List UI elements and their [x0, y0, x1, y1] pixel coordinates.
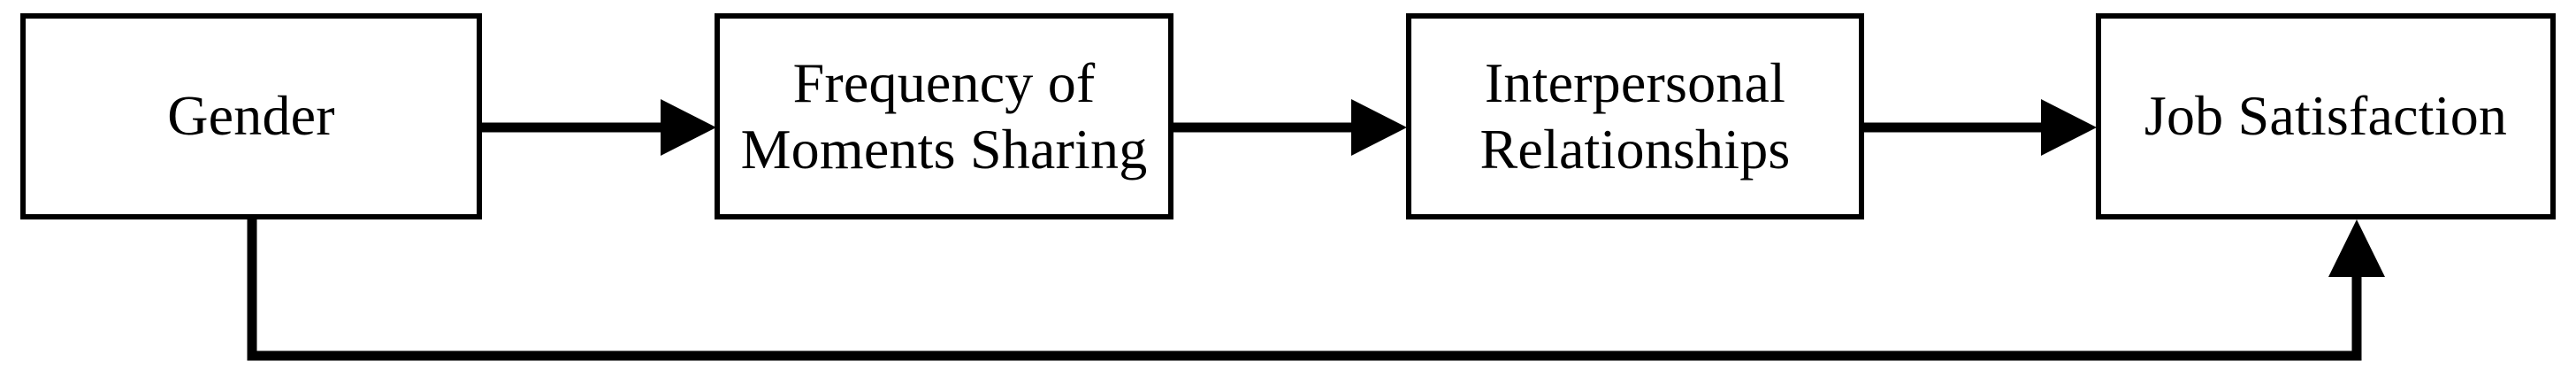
edge-gender-to-jobsat-direct	[247, 219, 2385, 361]
edge-interpersonal-to-jobsat	[1864, 99, 2097, 156]
node-job-satisfaction-label: Job Satisfaction	[2144, 84, 2508, 148]
node-interpersonal-relationships-label: Interpersonal Relationships	[1479, 51, 1791, 181]
node-gender[interactable]: Gender	[20, 13, 482, 219]
node-frequency-of-moments-sharing[interactable]: Frequency of Moments Sharing	[715, 13, 1173, 219]
node-gender-label: Gender	[167, 84, 335, 148]
node-job-satisfaction[interactable]: Job Satisfaction	[2096, 13, 2556, 219]
edge-frequency-to-interpersonal	[1173, 99, 1407, 156]
edge-gender-to-frequency	[482, 99, 716, 156]
node-frequency-of-moments-sharing-label: Frequency of Moments Sharing	[740, 51, 1148, 181]
node-interpersonal-relationships[interactable]: Interpersonal Relationships	[1406, 13, 1864, 219]
